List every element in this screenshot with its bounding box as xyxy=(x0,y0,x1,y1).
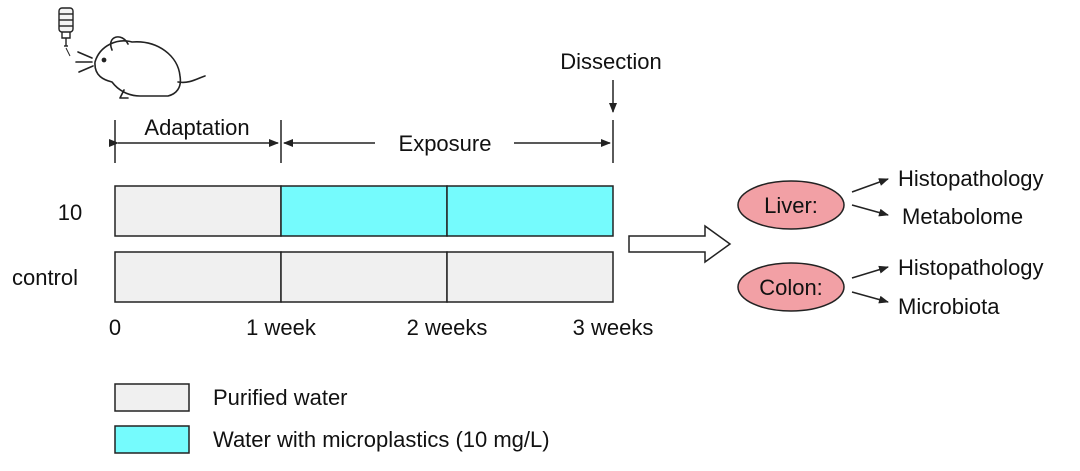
segment-control-week2 xyxy=(280,251,448,303)
liver-node xyxy=(737,180,845,230)
segment-10-week3 xyxy=(446,185,614,237)
liver-arrow-metabolome xyxy=(851,204,889,217)
dissection-label: Dissection xyxy=(560,49,661,74)
legend: Purified water Water with microplastics … xyxy=(114,383,550,454)
group-label-control: control xyxy=(12,265,78,290)
colon-label: Colon: xyxy=(759,275,823,300)
legend-label-microplastic: Water with microplastics (10 mg/L) xyxy=(213,427,550,452)
tick-1-week: 1 week xyxy=(246,315,317,340)
liver-analysis-metabolome: Metabolome xyxy=(902,204,1023,229)
tick-3-weeks: 3 weeks xyxy=(573,315,654,340)
legend-swatch-purified xyxy=(114,383,190,412)
segment-control-week1 xyxy=(114,251,282,303)
exposure-label: Exposure xyxy=(399,131,492,156)
colon-arrow-microbiota xyxy=(851,291,889,304)
liver-analysis-histopathology: Histopathology xyxy=(898,166,1044,191)
group-bar-10 xyxy=(114,185,614,237)
segment-10-week2 xyxy=(280,185,448,237)
group-label-10: 10 xyxy=(58,200,82,225)
tick-2-weeks: 2 weeks xyxy=(407,315,488,340)
water-bottle-icon xyxy=(58,7,74,57)
group-bar-control xyxy=(114,251,614,303)
colon-analysis-microbiota: Microbiota xyxy=(898,294,1000,319)
outcome-block-arrow xyxy=(628,224,732,264)
colon-arrow-histopathology xyxy=(851,265,889,279)
liver-label: Liver: xyxy=(764,193,818,218)
colon-analysis-histopathology: Histopathology xyxy=(898,255,1044,280)
mouse-icon xyxy=(75,36,206,99)
legend-label-purified: Purified water xyxy=(213,385,348,410)
adaptation-label: Adaptation xyxy=(144,115,249,140)
colon-node xyxy=(737,262,845,312)
segment-10-week1 xyxy=(114,185,282,237)
tick-0: 0 xyxy=(109,315,121,340)
legend-swatch-microplastic xyxy=(114,425,190,454)
liver-arrow-histopathology xyxy=(851,178,889,193)
segment-control-week3 xyxy=(446,251,614,303)
